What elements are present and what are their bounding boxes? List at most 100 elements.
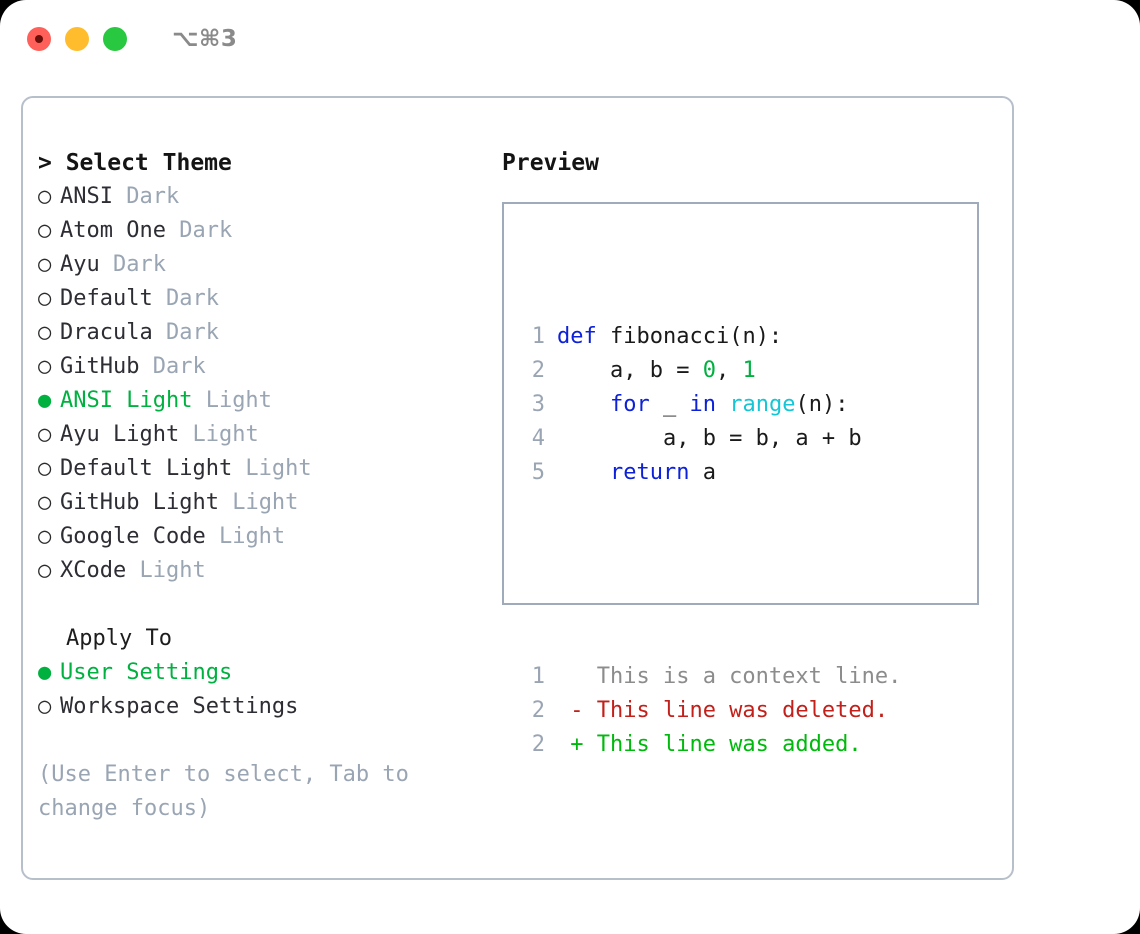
theme-option-github-light[interactable]: ○ GitHub Light Light <box>38 486 498 520</box>
preview-heading: Preview <box>502 150 599 176</box>
code-token-txt <box>557 388 610 422</box>
theme-option-label: Google Code <box>60 524 206 549</box>
code-gap <box>521 558 901 592</box>
code-token-add: + This line was added. <box>557 732 862 757</box>
code-token-txt: a <box>689 460 716 485</box>
theme-option-variant: Dark <box>152 320 219 345</box>
line-number: 1 <box>531 324 545 349</box>
apply-to-option-list[interactable]: ● User Settings ○ Workspace Settings <box>38 656 498 724</box>
code-token-txt: a, b = b, a + b <box>557 426 862 451</box>
radio-selected-icon: ● <box>38 660 52 685</box>
code-token-kw: for <box>609 392 650 417</box>
minimize-button-icon[interactable] <box>65 27 89 51</box>
theme-option-variant: Light <box>179 422 259 447</box>
theme-option-label: ANSI <box>60 184 113 209</box>
title-bar: ⌥⌘3 <box>0 0 1140 78</box>
theme-option-label: Ayu Light <box>60 422 180 447</box>
code-token-txt: _ <box>649 392 690 417</box>
theme-option-variant: Light <box>192 388 272 413</box>
apply-to-option-user-settings[interactable]: ● User Settings <box>38 656 498 690</box>
theme-option-variant: Light <box>218 490 299 515</box>
diff-line: 1 This is a context line. <box>521 660 902 694</box>
diff-sample: 1 This is a context line.2 - This line w… <box>521 660 902 762</box>
apply-to-option-label: Workspace Settings <box>60 694 299 719</box>
radio-unselected-icon: ○ <box>38 422 52 447</box>
line-number: 3 <box>531 392 545 417</box>
theme-option-variant: Dark <box>152 286 219 311</box>
code-token-txt: , <box>715 358 743 383</box>
code-token-num: 1 <box>742 358 756 383</box>
theme-option-label: Dracula <box>60 320 153 345</box>
code-token-txt: fibonacci(n): <box>596 324 783 349</box>
code-token-fn: range <box>729 392 796 417</box>
keyboard-shortcut-label: ⌥⌘3 <box>172 26 238 52</box>
code-token-txt <box>716 388 729 422</box>
radio-unselected-icon: ○ <box>38 524 52 549</box>
zoom-button-icon[interactable] <box>103 27 127 51</box>
apply-to-heading: Apply To <box>66 626 172 651</box>
close-button-icon[interactable] <box>27 27 51 51</box>
apply-to-option-label: User Settings <box>60 660 233 685</box>
theme-option-variant: Dark <box>139 354 206 379</box>
line-number: 4 <box>531 426 545 451</box>
theme-option-ayu-light[interactable]: ○ Ayu Light Light <box>38 418 498 452</box>
radio-unselected-icon: ○ <box>38 456 52 481</box>
radio-unselected-icon: ○ <box>38 694 52 719</box>
theme-option-variant: Light <box>126 558 206 583</box>
code-line: 4 a, b = b, a + b <box>521 422 901 456</box>
line-number: 1 <box>531 664 545 689</box>
diff-line: 2 + This line was added. <box>521 728 901 762</box>
code-line: 3 for _ in range(n): <box>521 388 901 422</box>
radio-unselected-icon: ○ <box>38 218 52 243</box>
line-number: 2 <box>531 732 545 757</box>
line-number: 5 <box>531 460 545 485</box>
code-line: 1 def fibonacci(n): <box>521 320 901 354</box>
code-token-ctx: This is a context line. <box>557 664 902 689</box>
theme-option-default-light[interactable]: ○ Default Light Light <box>38 452 498 486</box>
diff-line: 2 - This line was deleted. <box>521 694 901 728</box>
keyboard-hint-text: (Use Enter to select, Tab to change focu… <box>38 762 409 821</box>
theme-option-list[interactable]: ○ANSI Dark○Atom One Dark○Ayu Dark○Defaul… <box>38 180 498 588</box>
code-line: 2 a, b = 0, 1 <box>521 354 901 388</box>
theme-option-label: Default Light <box>60 456 233 481</box>
theme-option-xcode[interactable]: ○ XCode Light <box>38 554 498 588</box>
theme-option-dracula[interactable]: ○ Dracula Dark <box>38 316 498 350</box>
theme-option-github[interactable]: ○ GitHub Dark <box>38 350 498 384</box>
radio-unselected-icon: ○ <box>38 184 52 209</box>
theme-option-variant: Dark <box>112 184 180 209</box>
theme-option-label: Atom One <box>60 218 166 243</box>
radio-unselected-icon: ○ <box>38 354 52 379</box>
theme-option-label: GitHub Light <box>60 490 219 515</box>
select-theme-heading: > Select Theme <box>38 150 232 176</box>
theme-option-variant: Dark <box>165 218 233 243</box>
code-token-del: - This line was deleted. <box>557 698 889 723</box>
radio-unselected-icon: ○ <box>38 320 52 345</box>
close-glyph-icon <box>35 35 43 43</box>
code-line: 5 return a <box>521 456 901 490</box>
section-spacer <box>38 588 498 622</box>
theme-option-ayu[interactable]: ○Ayu Dark <box>38 248 498 282</box>
theme-option-ansi[interactable]: ○ ANSI Dark <box>38 180 498 214</box>
radio-unselected-icon: ○ <box>38 558 52 583</box>
code-token-kw: def <box>557 324 597 349</box>
code-token-txt: a, b = <box>557 358 703 383</box>
theme-option-label: Default <box>60 286 153 311</box>
theme-option-variant: Dark <box>99 252 166 277</box>
apply-to-option-workspace-settings[interactable]: ○ Workspace Settings <box>38 690 498 724</box>
theme-option-label: GitHub <box>60 354 140 379</box>
theme-option-variant: Light <box>205 524 286 549</box>
theme-option-default[interactable]: ○Default Dark <box>38 282 498 316</box>
code-token-txt <box>557 456 610 490</box>
theme-option-variant: Light <box>232 456 312 481</box>
radio-unselected-icon: ○ <box>38 490 52 515</box>
theme-option-atom-one[interactable]: ○ Atom One Dark <box>38 214 498 248</box>
theme-option-google-code[interactable]: ○ Google Code Light <box>38 520 498 554</box>
theme-option-ansi-light[interactable]: ●ANSI Light Light <box>38 384 498 418</box>
theme-option-label: Ayu <box>60 252 100 277</box>
theme-option-label: XCode <box>60 558 127 583</box>
